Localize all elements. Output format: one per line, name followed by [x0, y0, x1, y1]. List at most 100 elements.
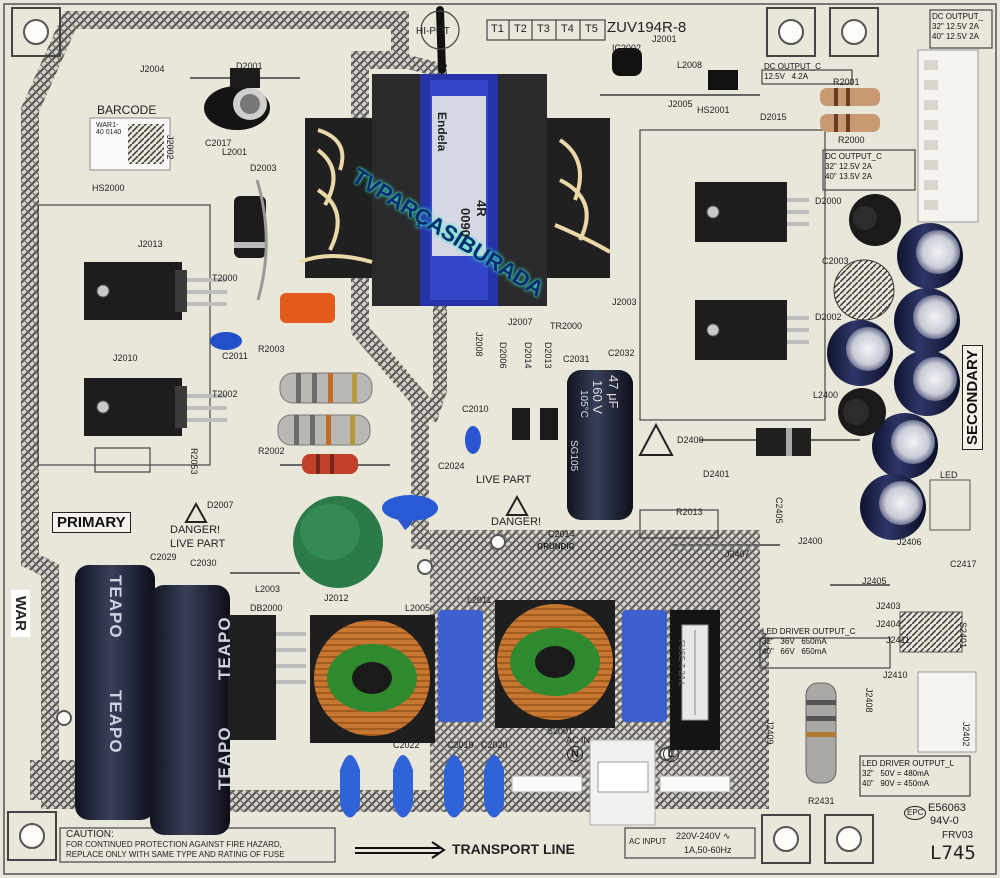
cell: 32": [932, 22, 944, 31]
ref-j2408: J2408: [864, 688, 874, 713]
primary-label: PRIMARY: [52, 512, 131, 533]
ref-l2003: L2003: [255, 584, 281, 594]
ref-j2405: J2405: [862, 576, 887, 586]
led-driver-c-row-1: 32" 36V 650mA: [762, 637, 855, 647]
ac-in-label: AC IN: [566, 735, 591, 745]
ref-c2011: C2011: [222, 351, 248, 361]
led-driver-c-title: LED DRIVER OUTPUT_C: [762, 627, 856, 636]
ref-d2007: D2007: [207, 500, 234, 510]
ref-c2031: C2031: [563, 354, 590, 364]
cell: 12.5V: [838, 162, 860, 171]
ref-d2400: D2400: [677, 435, 704, 445]
ref-c2017: C2017: [205, 138, 232, 148]
ref-l2011: L2011: [467, 595, 492, 605]
ref-r2000: R2000: [838, 135, 865, 145]
war-label: WAR: [11, 590, 30, 637]
dc-output-c-table: DC OUTPUT_C 12.5V 4.2A: [764, 62, 821, 82]
ref-j2005: J2005: [668, 99, 693, 109]
led-driver-c-table: LED DRIVER OUTPUT_C 32" 36V 650mA 40" 66…: [762, 627, 855, 657]
cell: 40": [932, 32, 944, 41]
ref-j2004: J2004: [140, 64, 165, 74]
frv-code: FRV03: [942, 830, 973, 841]
led-driver-l-row-1: 32" 50V = 480mA: [862, 769, 930, 778]
ref-tr2000: TR2000: [550, 321, 583, 331]
ref-c2030: C2030: [190, 558, 217, 568]
cell: 40": [825, 172, 837, 181]
dc-output-c-row-1: 12.5V 4.2A: [764, 72, 821, 82]
board-model: ZUV194R-8: [607, 19, 687, 36]
ref-l2008: L2008: [677, 60, 703, 70]
ref-d2002: D2002: [815, 312, 842, 322]
caution-line-1: FOR CONTINUED PROTECTION AGAINST FIRE HA…: [66, 840, 282, 849]
ac-input-voltage: 220V-240V ∿: [676, 831, 731, 841]
cell: 36V: [780, 637, 795, 646]
dc-output-c2-row-2: 40" 13.5V 2A: [825, 172, 882, 182]
ref-d2000: D2000: [815, 196, 842, 206]
primary-cap-brand-2b: TEAPO: [215, 726, 234, 790]
ref-r2431: R2431: [808, 796, 835, 806]
dc-output-top-row-2: 40" 12.5V 2A: [932, 32, 983, 42]
ref-r2001: R2001: [833, 77, 860, 87]
neutral-marker: N: [567, 746, 583, 762]
ref-t2002: T2002: [212, 389, 238, 399]
led-driver-l-row-2: 40" 90V = 450mA: [862, 779, 930, 788]
cell: 90V: [880, 779, 895, 788]
ref-d2401: D2401: [703, 469, 730, 479]
ref-r2003: R2003: [258, 344, 285, 354]
ref-s2401: S2401: [958, 622, 968, 649]
ref-c2014: C2014: [548, 529, 575, 539]
test-point-t5: T5: [585, 23, 598, 35]
ac-input-label: AC INPUT: [629, 837, 667, 846]
ref-j2406: J2406: [897, 537, 922, 547]
ref-t2000: T2000: [212, 273, 238, 283]
cell: 2A: [862, 162, 872, 171]
dc-output-top-title: DC OUTPUT_: [932, 12, 984, 21]
ref-c2020: C2020: [481, 740, 508, 750]
caution-line-2: REPLACE ONLY WITH SAME TYPE AND RATING O…: [66, 850, 285, 859]
cert-number: E56063: [928, 802, 966, 814]
transformer-number: 0090: [458, 208, 473, 237]
ref-j2410: J2410: [883, 670, 908, 680]
ref-j2411: J2411: [886, 635, 910, 645]
ref-l2005: L2005: [405, 603, 431, 613]
cell: 32": [825, 162, 837, 171]
barcode-sticker-text: WAR1-40 0140: [96, 122, 122, 136]
led-driver-l-table: LED DRIVER OUTPUT_L 32" 50V = 480mA 40" …: [862, 759, 954, 789]
ref-c2024: C2024: [438, 461, 465, 471]
primary-cap-brand-2: TEAPO: [215, 616, 234, 680]
line-marker: L: [663, 746, 679, 762]
ref-db2000: DB2000: [250, 603, 283, 613]
ref-hs2001: HS2001: [697, 105, 730, 115]
live-part-left: LIVE PART: [170, 538, 226, 550]
ref-s2001: S2001: [547, 726, 574, 736]
cell: 650mA: [801, 637, 827, 646]
primary-cap-brand-1: TEAPO: [106, 575, 125, 639]
ref-j2400: J2400: [798, 536, 823, 546]
ref-d2013: D2013: [543, 342, 553, 369]
cell: 2A: [969, 22, 979, 31]
ref-d2015: D2015: [760, 112, 787, 122]
cell: 12.5V: [764, 72, 785, 81]
hi-pot-label: HI-POT: [416, 26, 450, 37]
caution-title: CAUTION:: [66, 829, 114, 840]
cell: 4.2A: [791, 72, 809, 81]
cell: 40": [762, 647, 774, 656]
ref-c2417: C2417: [950, 559, 977, 569]
ref-led: LED: [940, 470, 958, 480]
led-driver-c-row-2: 40" 66V 650mA: [762, 647, 855, 657]
ac-input-frequency: 1A,50-60Hz: [684, 845, 732, 855]
ref-c2003: C2003: [822, 256, 849, 266]
ref-j2407: J2407: [725, 549, 750, 559]
ref-l2400: L2400: [813, 390, 839, 400]
ref-c2029: C2029: [150, 552, 177, 562]
ref-r2013: R2013: [676, 507, 703, 517]
test-point-t4: T4: [561, 23, 574, 35]
main-cap-temp: 105°C: [578, 390, 589, 418]
ref-j2007: J2007: [508, 317, 533, 327]
dc-output-c2-row-1: 32" 12.5V 2A: [825, 162, 882, 172]
ref-c2022: C2022: [393, 740, 420, 750]
cell: 32": [762, 637, 774, 646]
ref-j2008: J2008: [474, 332, 484, 357]
